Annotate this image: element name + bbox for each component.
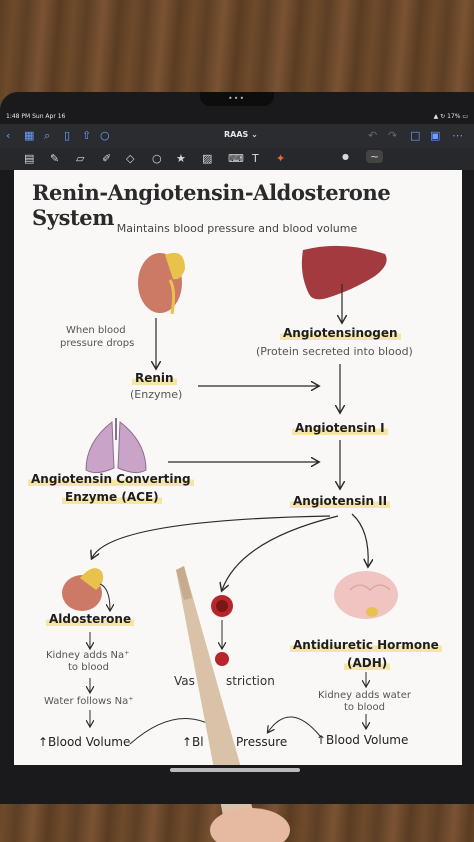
angiotensinogen-text: Angiotensinogen — [280, 326, 401, 340]
pen-stroke-icon[interactable]: ~ — [366, 150, 384, 163]
ace-text-1: Angiotensin Converting — [28, 472, 194, 486]
lasso-icon[interactable]: ○ — [152, 152, 162, 165]
water-follows-text: Water follows Na⁺ — [44, 696, 134, 707]
kidney-na-text-1: Kidney adds Na⁺ — [46, 650, 130, 661]
document-title[interactable]: RAAS ⌄ — [224, 130, 258, 139]
status-time: 1:48 PM Sun Apr 16 — [6, 113, 66, 120]
image-icon[interactable]: ▨ — [202, 152, 213, 165]
sticker-icon[interactable]: ★ — [176, 152, 186, 165]
more-icon[interactable]: ⋯ — [452, 129, 463, 142]
kidney-na-text-2: to blood — [68, 662, 109, 673]
angiotensin2-text: Angiotensin II — [290, 494, 391, 508]
status-bar: 1:48 PM Sun Apr 16 ▲ ↻ 17% ▭ — [6, 110, 474, 124]
reader-icon[interactable]: ▤ — [24, 152, 35, 165]
angiotensinogen-label: Angiotensinogen — [280, 326, 401, 340]
pressure-drops-text: pressure drops — [60, 338, 135, 349]
page-subtitle: Maintains blood pressure and blood volum… — [116, 222, 358, 235]
drawing-toolbar: ▤ ✎ ▱ ✐ ◇ ○ ★ ▨ ⌨ T ✦ ● ~ — [0, 148, 474, 170]
multitask-dots[interactable]: ••• — [228, 94, 246, 103]
blood-pressure-text-1: ↑Bl — [182, 735, 204, 749]
renin-sub-text: (Enzyme) — [130, 388, 183, 401]
highlighter-icon[interactable]: ✐ — [102, 152, 112, 165]
adrenal-kidney-icon — [62, 568, 104, 611]
export-icon[interactable]: ▣ — [430, 129, 441, 142]
vasoconstriction-text-2: striction — [226, 674, 275, 688]
text-tool-icon[interactable]: T — [252, 152, 259, 165]
camera-notch — [200, 92, 274, 106]
pen-size-dot-icon[interactable]: ● — [342, 152, 349, 161]
app-navbar: ‹ ▦ ⌕ ▯ ⇧ ○ RAAS ⌄ ↶ ↷ □ ▣ ⋯ — [0, 124, 474, 148]
ace-label-line2: Enzyme (ACE) — [62, 490, 162, 504]
back-icon[interactable]: ‹ — [6, 129, 11, 142]
redo-icon[interactable]: ↷ — [388, 129, 398, 142]
blood-pressure-text-2: Pressure — [236, 735, 288, 749]
ace-label-line1: Angiotensin Converting — [28, 472, 194, 486]
adh-label-line1: Antidiuretic Hormone — [290, 638, 442, 652]
adh-text-2: (ADH) — [344, 656, 391, 670]
angiotensin1-label: Angiotensin I — [292, 421, 388, 435]
vasoconstriction-text-1: Vas — [174, 674, 195, 688]
share-icon[interactable]: ⇧ — [82, 129, 92, 142]
renin-text: Renin — [132, 371, 177, 385]
blood-volume-right-text: ↑Blood Volume — [316, 733, 409, 747]
kidney-water-text-1: Kidney adds water — [318, 690, 411, 701]
angiotensinogen-sub-text: (Protein secreted into blood) — [256, 345, 413, 358]
blood-vessel-icon — [211, 595, 233, 666]
add-page-icon[interactable]: □ — [410, 129, 421, 142]
bookmark-icon[interactable]: ▯ — [64, 129, 71, 142]
blood-volume-left-text: ↑Blood Volume — [38, 735, 131, 749]
angiotensin2-label: Angiotensin II — [290, 494, 391, 508]
aldosterone-text: Aldosterone — [46, 612, 135, 626]
status-indicators: ▲ ↻ 17% ▭ — [433, 113, 468, 120]
kidney-water-text-2: to blood — [344, 702, 385, 713]
when-blood-text: When blood — [66, 325, 126, 336]
laser-pointer-icon[interactable]: ✦ — [276, 152, 286, 165]
brain-icon — [334, 571, 398, 619]
search-icon[interactable]: ⌕ — [44, 129, 51, 142]
lungs-icon — [85, 418, 147, 474]
aldosterone-label: Aldosterone — [46, 612, 135, 626]
undo-icon[interactable]: ↶ — [368, 129, 378, 142]
renin-label: Renin — [132, 371, 177, 385]
adh-label-line2: (ADH) — [344, 656, 391, 670]
liver-icon — [301, 245, 387, 300]
home-indicator[interactable] — [170, 768, 300, 772]
page-title: Renin-Angiotensin-Aldosterone System — [32, 180, 391, 230]
pen-icon[interactable]: ✎ — [50, 152, 60, 165]
keyboard-icon[interactable]: ⌨ — [228, 152, 244, 165]
mic-icon[interactable]: ○ — [100, 129, 110, 142]
adh-text-1: Antidiuretic Hormone — [290, 638, 442, 652]
kidney-icon — [138, 252, 185, 315]
eraser-icon[interactable]: ▱ — [76, 152, 85, 165]
ace-text-2: Enzyme (ACE) — [62, 490, 162, 504]
shapes-icon[interactable]: ◇ — [126, 152, 135, 165]
grid-icon[interactable]: ▦ — [24, 129, 35, 142]
angiotensin1-text: Angiotensin I — [292, 421, 388, 435]
